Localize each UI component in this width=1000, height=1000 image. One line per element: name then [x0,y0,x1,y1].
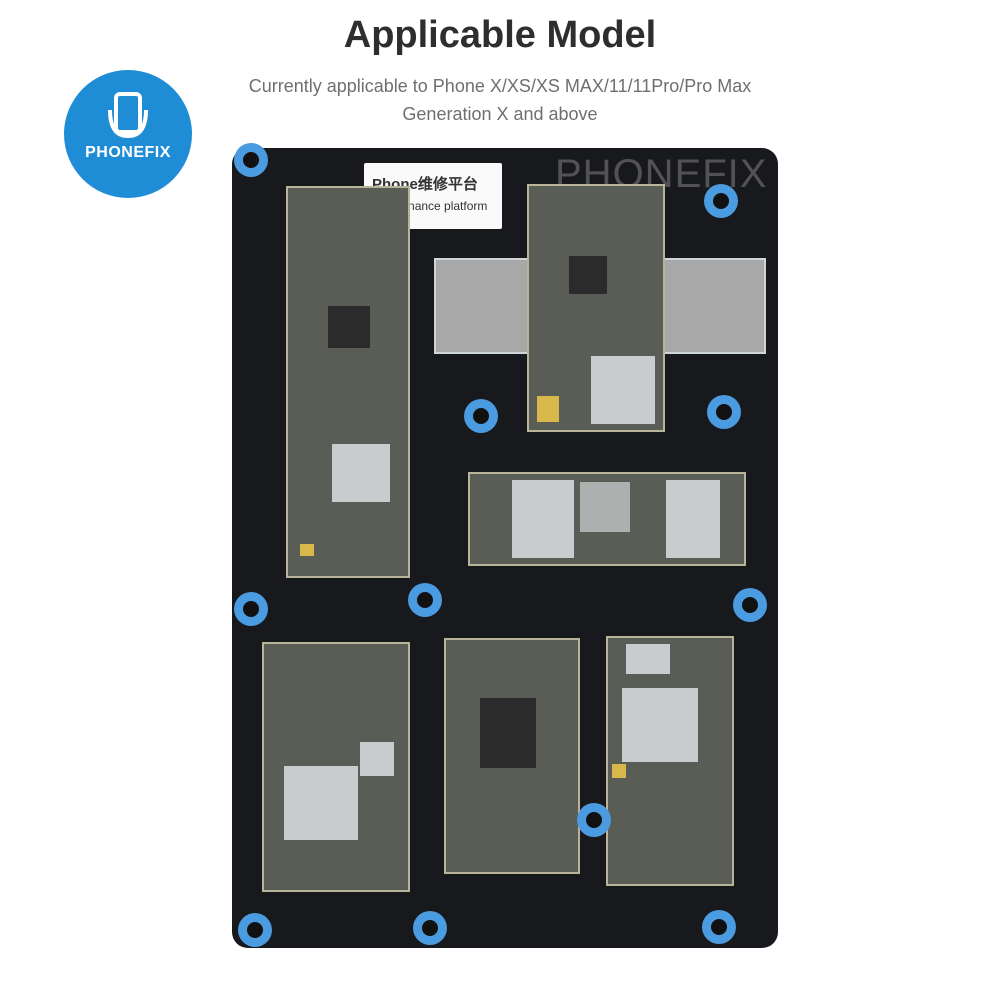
clamp[interactable] [238,913,272,947]
clamp[interactable] [464,399,498,433]
clamp[interactable] [577,803,611,837]
phone-repair-icon [108,92,148,139]
clamp[interactable] [234,592,268,626]
clamp[interactable] [702,910,736,944]
clamp[interactable] [733,588,767,622]
page-title: Applicable Model [343,14,657,56]
clamp[interactable] [707,395,741,429]
subtitle-line-2: Generation X and above [402,104,598,124]
subtitle-line-1: Currently applicable to Phone X/XS/XS MA… [248,76,752,96]
logo-text: PHONEFIX [85,144,171,161]
logic-board-top-center [527,184,665,432]
logic-board-horizontal [468,472,746,566]
logic-board-left-tall [286,186,410,578]
logic-board-bottom-right [606,636,734,886]
brand-logo: PHONEFIX [64,70,192,198]
clamp[interactable] [234,143,268,177]
logic-board-bottom-left [262,642,410,892]
clamp[interactable] [413,911,447,945]
clamp[interactable] [408,583,442,617]
logic-board-bottom-center [444,638,580,874]
clamp[interactable] [704,184,738,218]
